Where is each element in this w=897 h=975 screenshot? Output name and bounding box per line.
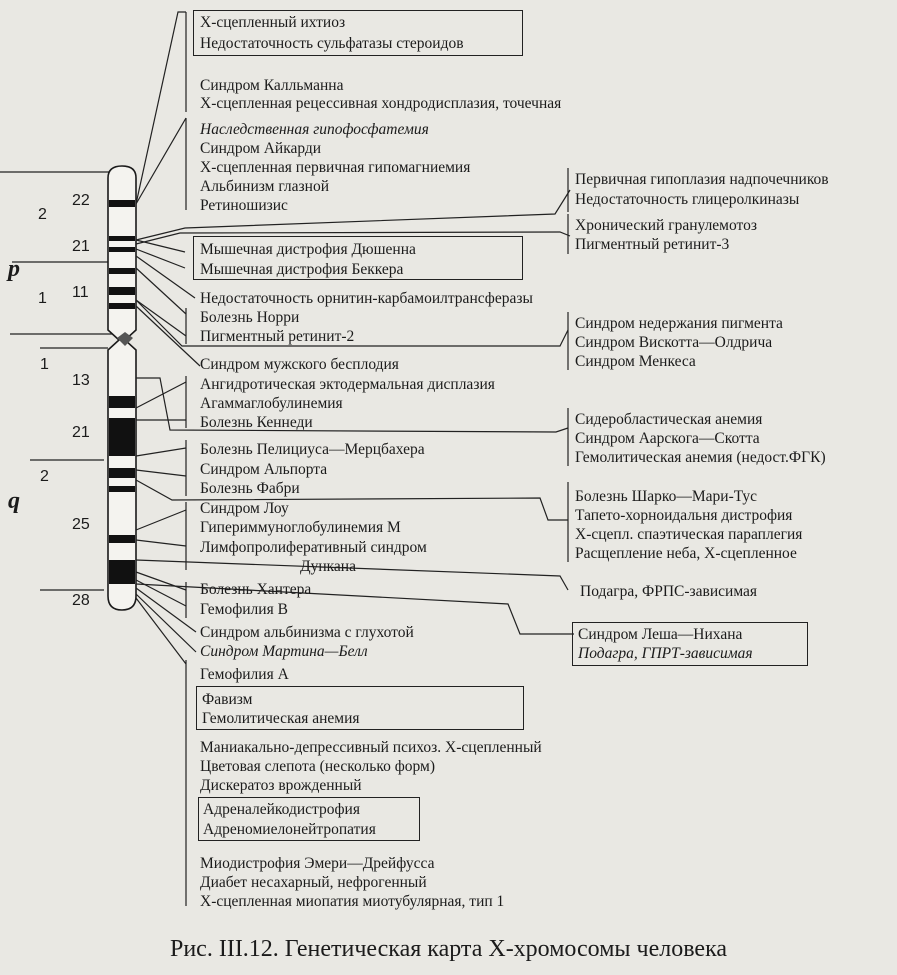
label-martin-bell: Синдром Мартина—Белл	[200, 643, 368, 660]
label-lowe: Синдром Лоу	[200, 500, 289, 517]
label-otc: Недостаточность орнитин-карбамоилтрансфе…	[200, 290, 533, 307]
region-p1: 1	[38, 290, 47, 307]
label-hemophilia-a: Гемофилия А	[200, 666, 289, 683]
label-duchenne: Мышечная дистрофия Дюшенна	[200, 241, 416, 258]
label-chondrodysplasia: X-сцепленная рецессивная хондродисплазия…	[200, 95, 562, 112]
label-retinitis3: Пигментный ретинит-3	[575, 236, 730, 253]
label-lymphoproliferative: Лимфопролиферативный синдром	[200, 539, 427, 556]
label-fabry: Болезнь Фабри	[200, 480, 300, 497]
label-pelizaeus: Болезнь Пелициуса—Мерцбахера	[200, 441, 425, 458]
box-favism	[196, 686, 524, 730]
label-lesch: Синдром Леша—Нихана	[578, 626, 743, 643]
label-retinoschisis: Ретиношизис	[200, 197, 288, 214]
arm-p-label: p	[8, 256, 20, 282]
label-colorblind: Цветовая слепота (несколько форм)	[200, 758, 436, 775]
label-norrie: Болезнь Норри	[200, 309, 300, 326]
label-albinism-ocular: Альбинизм глазной	[200, 178, 330, 195]
label-menkes: Синдром Менкеса	[575, 353, 696, 370]
band-11: 11	[72, 284, 89, 301]
label-becker: Мышечная дистрофия Беккера	[200, 261, 404, 278]
label-granulomatosis: Хронический гранулемотоз	[575, 217, 757, 234]
label-hemophilia-b: Гемофилия В	[200, 601, 288, 618]
band-13: 13	[72, 372, 90, 389]
label-hemolytic: Гемолитическая анемия	[202, 710, 360, 727]
label-gout-hgprt: Подагра, ГПРТ-зависимая	[578, 645, 753, 662]
label-adrenoleuko: Адреналейкодистрофия	[203, 801, 360, 818]
region-q1: 1	[40, 356, 49, 373]
label-hunter: Болезнь Хантера	[200, 581, 312, 598]
box-muscular-dystrophy	[193, 236, 523, 280]
label-aarskog: Синдром Аарскога—Скотта	[575, 430, 760, 447]
label-hemolytic-pgk: Гемолитическая анемия (недост.ФГК)	[575, 449, 826, 466]
label-emery: Миодистрофия Эмери—Дрейфусса	[200, 855, 435, 872]
label-infertility: Синдром мужского бесплодия	[200, 356, 399, 373]
label-glycerol-kinase: Недостаточность глицеролкиназы	[575, 191, 800, 208]
label-wiskott: Синдром Вискотта—Олдрича	[575, 334, 773, 351]
band-22: 22	[72, 192, 90, 209]
label-favism: Фавизм	[202, 691, 253, 708]
label-spastic: X-сцепл. спаэтическая параплегия	[575, 526, 803, 543]
label-manic: Маниакально-депрессивный психоз. X-сцепл…	[200, 739, 542, 756]
band-21q: 21	[72, 424, 90, 441]
label-hyperigm: Гипериммуноглобулинемия М	[200, 519, 401, 536]
band-28: 28	[72, 592, 90, 609]
label-diabetes: Диабет несахарный, нефрогенный	[200, 874, 427, 891]
box-ichthyosis	[193, 10, 523, 56]
label-sulfatase: Недостаточность сульфатазы стероидов	[200, 35, 464, 52]
box-adrenoleukodystrophy	[198, 797, 420, 841]
band-21p: 21	[72, 238, 90, 255]
label-adrenomyelo: Адреномиелонейтропатия	[203, 821, 376, 838]
label-sideroblastic: Сидеробластическая анемия	[575, 411, 763, 428]
label-charcot: Болезнь Шарко—Мари-Тус	[575, 488, 758, 505]
label-ectodermal: Ангидротическая эктодермальная дисплазия	[200, 376, 495, 393]
label-myopathy: X-сцепленная миопатия миотубулярная, тип…	[200, 893, 505, 910]
label-albinism-deaf: Синдром альбинизма с глухотой	[200, 624, 414, 641]
label-cleft: Расщепление неба, X-сцепленное	[575, 545, 797, 562]
label-tapeto: Тапето-хорноидальня дистрофия	[575, 507, 793, 524]
label-adrenal-hypoplasia: Первичная гипоплазия надпочечников	[575, 171, 829, 188]
label-hypomagnesemia: X-сцепленная первичная гипомагниемия	[200, 159, 471, 176]
label-duncan: Дункана	[300, 558, 356, 575]
label-ichthyosis: X-сцепленный ихтиоз	[200, 14, 346, 31]
label-dyskeratosis: Дискератоз врожденный	[200, 777, 362, 794]
label-agammaglobulinemia: Агаммаглобулинемия	[200, 395, 343, 412]
arm-q-label: q	[8, 488, 20, 514]
label-retinitis2: Пигментный ретинит-2	[200, 328, 355, 345]
figure-caption: Рис. III.12. Генетическая карта X-хромос…	[169, 936, 728, 962]
box-lesch-nyhan	[572, 622, 808, 666]
label-kallmann: Синдром Калльманна	[200, 77, 344, 94]
label-gout-prps: Подагра, ФРПС-зависимая	[580, 583, 758, 600]
label-kennedy: Болезнь Кеннеди	[200, 414, 313, 431]
label-incontinentia: Синдром недержания пигмента	[575, 315, 783, 332]
region-q2: 2	[40, 468, 49, 485]
label-hypophosphatemia: Наследственная гипофосфатемия	[200, 121, 429, 138]
region-p2: 2	[38, 206, 47, 223]
label-alport: Синдром Альпорта	[200, 461, 328, 478]
chromosome	[107, 165, 137, 611]
label-aicardi: Синдром Айкарди	[200, 140, 322, 157]
band-25: 25	[72, 516, 90, 533]
